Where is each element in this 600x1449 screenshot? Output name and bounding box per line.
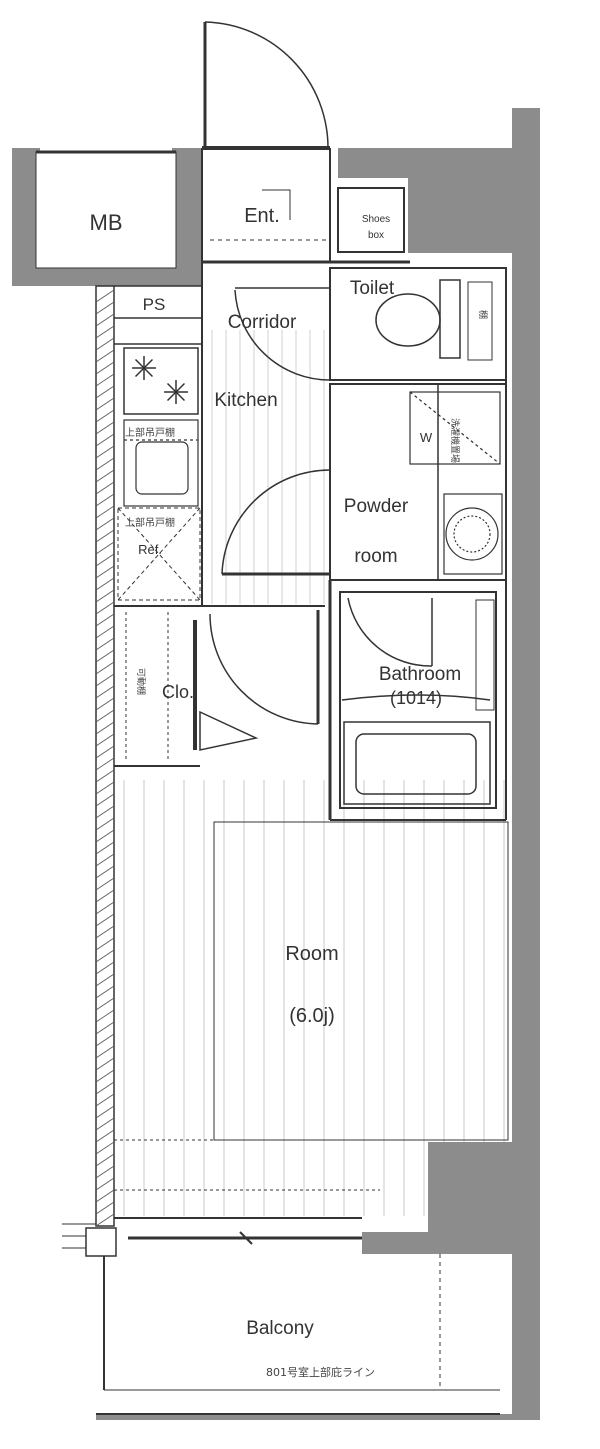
label-bathroom: Bathroom <box>379 664 461 685</box>
label-closet-note: 可動棚 <box>135 668 147 695</box>
closet-shelf <box>125 612 259 760</box>
refrigerator-icon <box>117 507 201 601</box>
label-refrigerator: Ref. <box>138 542 162 557</box>
toilet-icon <box>375 279 493 361</box>
label-ent: Ent. <box>244 205 280 227</box>
entrance-step <box>262 189 291 220</box>
label-corridor: Corridor <box>228 312 297 333</box>
label-kitchen: Kitchen <box>214 390 277 411</box>
room-floor-stripes <box>123 780 505 1216</box>
exterior-walls <box>12 108 540 1420</box>
doors <box>203 21 433 725</box>
label-washer-pan: 洗濯機置場 <box>449 418 461 463</box>
partitions <box>62 146 509 1415</box>
label-mb: MB <box>90 210 123 235</box>
label-bathroom-size: (1014) <box>390 688 442 708</box>
label-shoes-box-2: box <box>368 230 384 241</box>
left-hatched-wall <box>95 285 115 1227</box>
label-upper-cabinet-1: 上部吊戸棚 <box>125 426 175 439</box>
mb-room <box>35 151 177 269</box>
label-washer: W <box>420 430 433 445</box>
washer-icon <box>409 391 501 465</box>
label-balcony-line: 801号室上部庇ライン <box>266 1365 375 1379</box>
label-balcony: Balcony <box>246 1318 314 1339</box>
room-labels: MB PS Ent. Shoes box Toilet Corridor Kit… <box>90 205 462 1339</box>
label-ps: PS <box>143 295 166 314</box>
label-toilet: Toilet <box>350 278 395 299</box>
label-room: Room <box>285 943 338 965</box>
label-powder-2: room <box>354 546 397 567</box>
stove-icon <box>123 347 199 415</box>
label-powder-1: Powder <box>344 496 409 517</box>
label-shelf-note: 棚 <box>477 310 489 319</box>
label-closet: Clo. <box>162 682 194 702</box>
washbasin-icon <box>443 493 503 575</box>
label-upper-cabinet-2: 上部吊戸棚 <box>125 516 175 529</box>
label-room-size: (6.0j) <box>289 1005 335 1027</box>
label-shoes-box-1: Shoes <box>362 214 390 225</box>
bathtub-icon <box>341 599 495 805</box>
fixture-labels: 上部吊戸棚 上部吊戸棚 Ref. W 洗濯機置場 可動棚 棚 801号室上部庇ラ… <box>125 310 489 1379</box>
corridor-floor-stripes <box>211 330 325 604</box>
sink-icon <box>123 419 199 507</box>
